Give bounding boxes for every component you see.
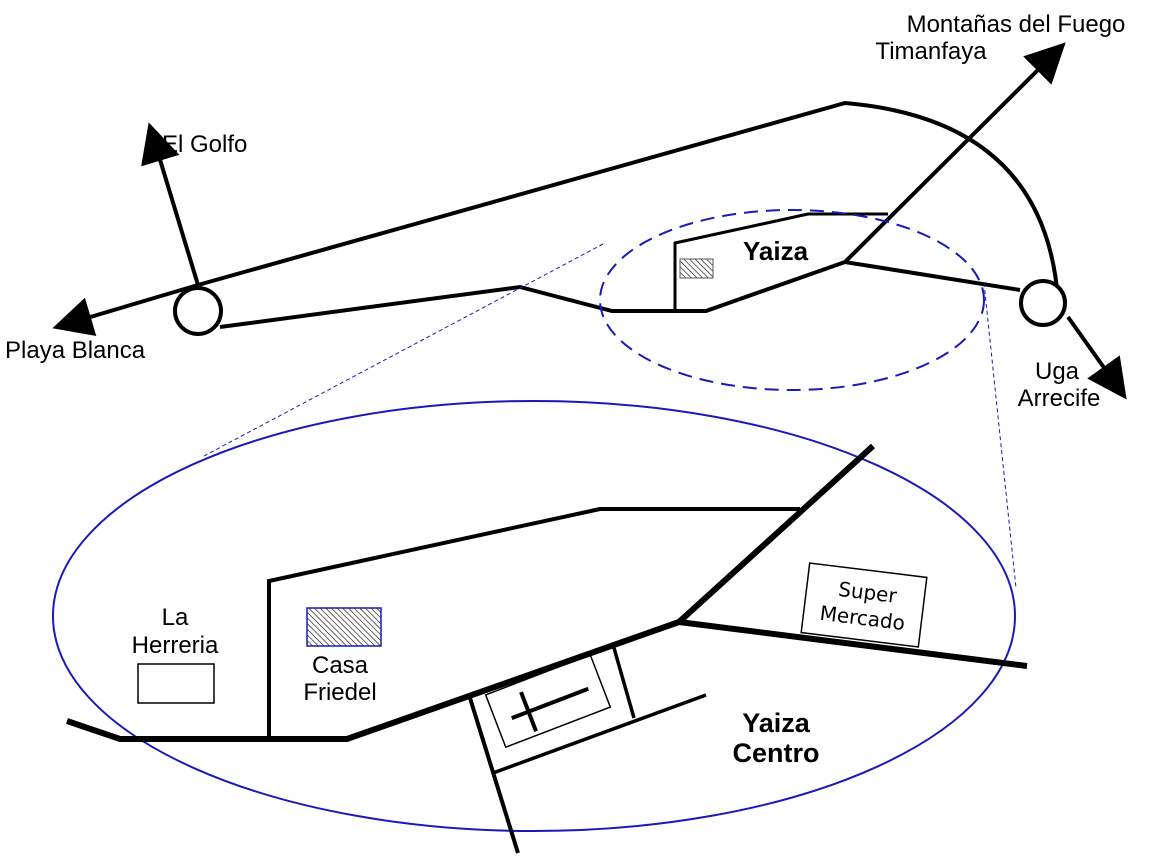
casa-friedel-label-line2: Friedel: [303, 679, 376, 706]
detail-road-northeast: [676, 443, 876, 625]
road-uga-arrow: [1066, 315, 1127, 400]
zoom-connector-right: [983, 282, 1017, 589]
yaiza-centro-label-line2: Centro: [733, 738, 820, 768]
detail-map: La Herreria Casa Friedel Super Mercado Y…: [52, 400, 1028, 854]
casa-friedel-marker-small: [679, 258, 714, 279]
detail-road-church-south: [492, 693, 707, 775]
el-golfo-label: El Golfo: [162, 131, 247, 158]
la-herreria-label-line2: Herreria: [132, 632, 219, 659]
zoom-area-outline: [599, 209, 985, 391]
detail-road-church-east: [612, 647, 636, 719]
casa-friedel-building: [306, 607, 382, 647]
detail-road-loop: [267, 507, 800, 739]
road-north-loop: [197, 100, 1060, 301]
arrecife-label: Arrecife: [1018, 385, 1101, 412]
detail-road-church-block: [468, 697, 520, 854]
road-montanas-arrow: [843, 42, 1066, 264]
road-el-golfo-arrow: [141, 122, 200, 286]
roundabout-west: [173, 286, 223, 336]
road-playa-blanca-arrow: [52, 283, 199, 337]
church: [484, 653, 612, 749]
detail-road-east: [678, 619, 1028, 669]
super-mercado-building: [800, 562, 928, 648]
yaiza-centro-label-line1: Yaiza: [742, 708, 811, 738]
cross-icon-bar: [511, 686, 590, 721]
cross-icon-post: [519, 691, 538, 733]
montanas-label-line1: Montañas del Fuego: [907, 11, 1126, 38]
montanas-label-line2: Timanfaya: [875, 38, 987, 65]
overview-map: Yaiza Montañas del Fuego Timanfaya El Go…: [5, 11, 1127, 412]
casa-friedel-label-line1: Casa: [312, 652, 369, 679]
la-herreria-label-line1: La: [162, 604, 189, 631]
la-herreria-building: [137, 663, 215, 704]
uga-label: Uga: [1035, 358, 1080, 385]
detail-area-outline: [52, 400, 1016, 832]
detail-road-main: [66, 619, 680, 742]
roundabout-east: [1019, 279, 1067, 327]
zoom-connector-left: [203, 243, 604, 457]
road-south: [219, 259, 1021, 329]
church-outline: [484, 653, 612, 749]
super-mercado: Super Mercado: [800, 562, 928, 648]
playa-blanca-label: Playa Blanca: [5, 337, 146, 364]
road-yaiza-loop: [673, 212, 888, 311]
yaiza-label: Yaiza: [743, 236, 809, 266]
